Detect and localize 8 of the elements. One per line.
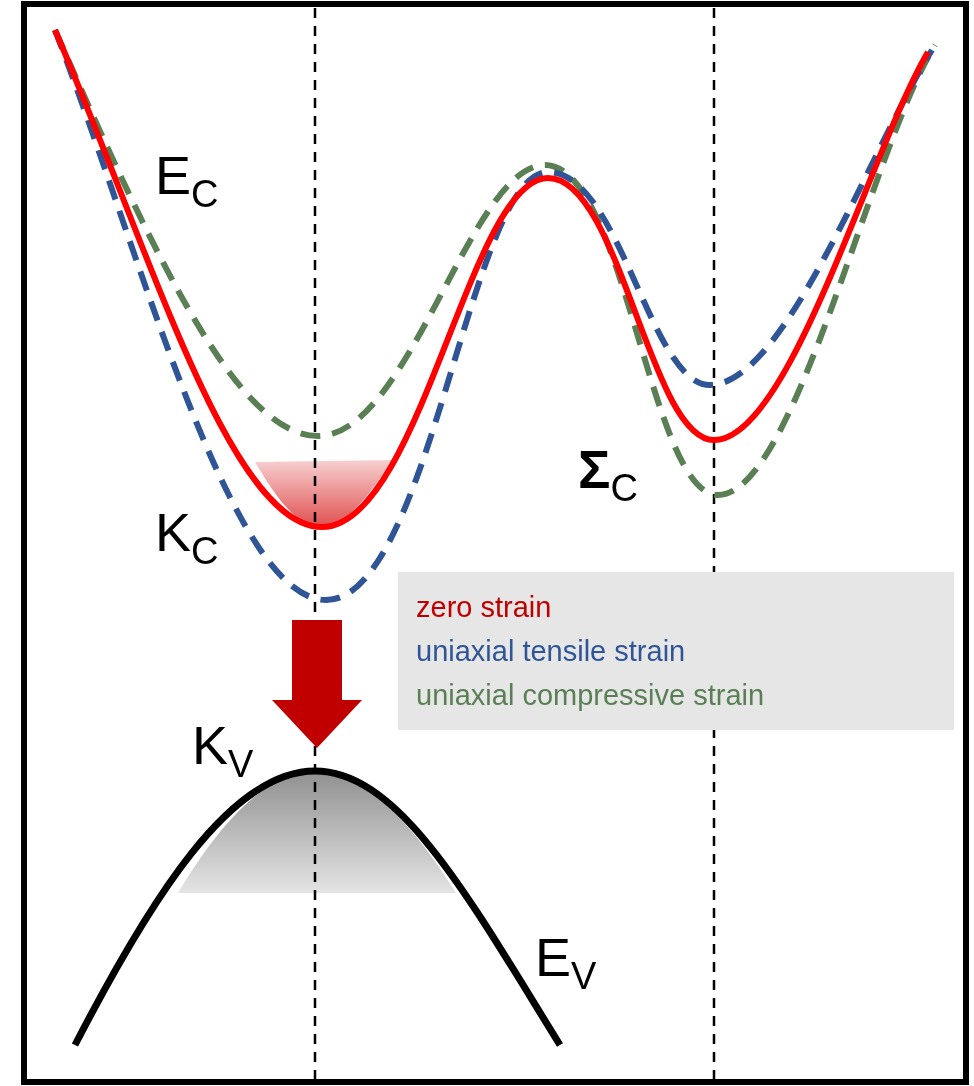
legend-entry: zero strain: [416, 590, 552, 625]
band-label: E$_{C}$: [155, 148, 219, 214]
band-label: K$_{V}$: [192, 718, 254, 784]
legend-entry: uniaxial tensile strain: [416, 634, 686, 669]
band-label: E$_{V}$: [535, 930, 597, 996]
legend-entry: uniaxial compressive strain: [416, 678, 765, 713]
band-label: Σ$_{C}$: [578, 442, 638, 508]
band-label: K$_{C}$: [155, 505, 219, 571]
